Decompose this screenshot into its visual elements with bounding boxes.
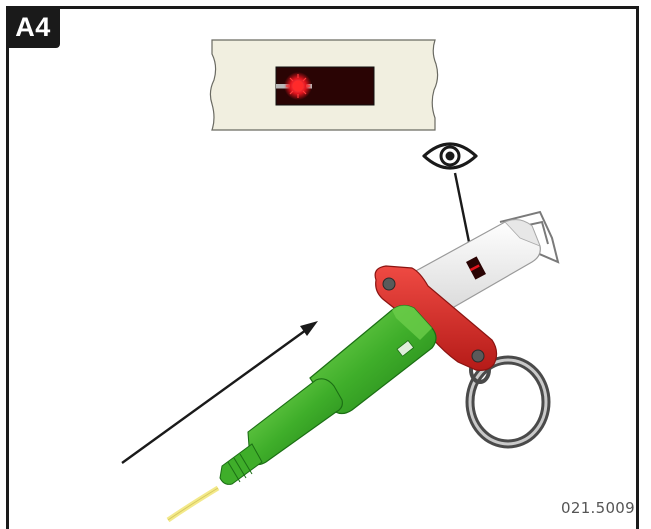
sc-apc-connector bbox=[220, 305, 436, 484]
red-light-indicator bbox=[284, 72, 312, 100]
detail-inset bbox=[210, 40, 437, 130]
eye-icon bbox=[424, 144, 476, 168]
reference-code: 021.5009 bbox=[561, 499, 635, 517]
